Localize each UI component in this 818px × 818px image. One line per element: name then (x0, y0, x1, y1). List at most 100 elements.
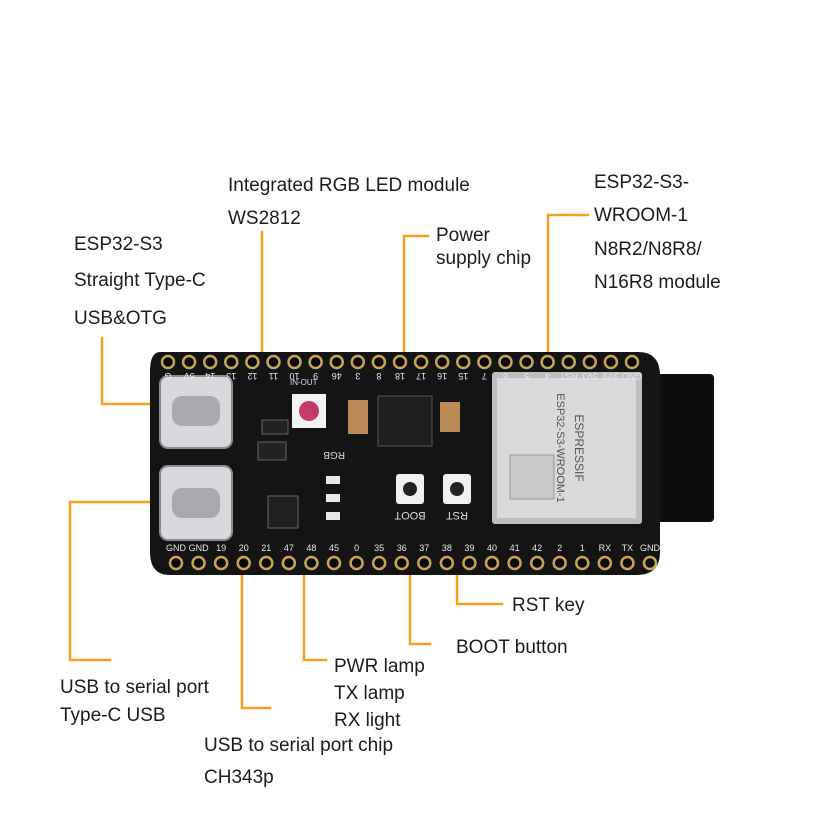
pin-label: 20 (239, 543, 249, 553)
label-otg-2: Straight Type-C (74, 270, 206, 291)
header-pin (308, 354, 323, 370)
header-pin (456, 354, 471, 370)
header-pin (413, 354, 429, 370)
pin-label: 48 (306, 543, 316, 553)
header-pin (191, 555, 206, 571)
header-pin (350, 354, 366, 370)
header-pin (552, 555, 567, 571)
pin-label: 41 (510, 543, 520, 553)
pin-label: 38 (442, 543, 452, 553)
header-pin (582, 354, 598, 370)
header-pin (281, 555, 297, 571)
header-pin (326, 555, 342, 571)
module-qr (509, 454, 555, 500)
label-chip-1: USB to serial port chip (204, 735, 394, 756)
pin-label: 7 (482, 371, 487, 381)
header-pin (603, 354, 619, 370)
leader-usb-serial (68, 500, 168, 662)
label-rgb-led-2: WS2812 (228, 208, 301, 229)
pin-label: 46 (332, 371, 342, 381)
label-lamps-1: PWR lamp (334, 656, 425, 677)
label-otg-3: USB&OTG (74, 308, 167, 329)
label-power-1: Power (436, 225, 490, 246)
label-otg-1: ESP32-S3 (74, 234, 163, 255)
label-chip-2: CH343p (204, 767, 274, 788)
label-rgb-led-1: Integrated RGB LED module (228, 175, 470, 196)
header-pin (392, 354, 408, 370)
header-pin (507, 555, 522, 571)
label-wroom-4: N16R8 module (594, 272, 721, 293)
header-pin (371, 354, 387, 370)
header-pin (259, 555, 274, 571)
pin-label: TX (622, 543, 634, 553)
header-pin (597, 555, 613, 571)
pin-label: 14 (205, 371, 215, 381)
header-pin (304, 555, 319, 571)
label-wroom-1: ESP32-S3- (594, 172, 690, 193)
pin-label: RST (559, 371, 578, 381)
header-pin (477, 354, 492, 370)
pin-label: GND (166, 543, 187, 553)
pin-label: 17 (416, 371, 426, 381)
header-pin (266, 354, 281, 370)
pin-label: G (164, 371, 171, 381)
pin-label: 12 (247, 371, 257, 381)
header-pin (484, 555, 500, 571)
pin-label: 8 (376, 371, 381, 381)
pin-label: 5V (184, 371, 195, 381)
power-chip (377, 395, 433, 447)
header-pin (575, 555, 590, 571)
module-brand-text: ESPRESSIF (572, 414, 586, 481)
header-pin (519, 354, 534, 370)
pin-label: 6 (503, 371, 508, 381)
silk-din: IN-OUT (290, 378, 318, 387)
header-pin (168, 555, 184, 571)
pin-label: RX (599, 543, 612, 553)
pin-label: 0 (354, 543, 359, 553)
header-pin (620, 555, 635, 571)
pin-label: 19 (216, 543, 226, 553)
pin-label: 15 (458, 371, 468, 381)
module-name-text: ESP32-S3-WROOM-1 (554, 393, 566, 502)
pin-label: 18 (395, 371, 405, 381)
pin-label: 4 (545, 371, 550, 381)
pin-label: GND (640, 543, 661, 553)
label-usb-serial-2: Type-C USB (60, 705, 166, 726)
pin-label: GND (189, 543, 210, 553)
silk-rgb: RGB (323, 449, 345, 460)
pin-label: GND (622, 371, 643, 381)
ch343-chip (267, 495, 299, 529)
header-pin (439, 555, 455, 571)
header-pin (624, 354, 640, 370)
header-pin (287, 354, 302, 370)
pin-label: 11 (269, 371, 278, 381)
pin-label: 13 (226, 371, 236, 381)
pin-label: 3V3 (603, 371, 619, 381)
label-power-2: supply chip (436, 248, 532, 269)
header-pin (236, 555, 251, 571)
label-wroom-3: N8R2/N8R8/ (594, 239, 702, 260)
pin-label: 2 (557, 543, 562, 553)
header-pin (371, 555, 387, 571)
pin-label: 45 (329, 543, 339, 553)
label-wroom-2: WROOM-1 (594, 205, 688, 226)
label-usb-serial-1: USB to serial port (60, 677, 209, 698)
silk-rst: RST (446, 509, 468, 521)
label-rst: RST key (512, 595, 585, 616)
header-pin (529, 555, 545, 571)
pin-label: 40 (487, 543, 497, 553)
header-pin (462, 555, 477, 571)
header-pin (245, 354, 260, 370)
pin-label: 37 (419, 543, 429, 553)
pin-label: 35 (374, 543, 384, 553)
pin-label: 9 (313, 371, 318, 381)
led-rx (326, 512, 340, 520)
leader-power (402, 234, 430, 404)
pin-label: 3V3 (582, 371, 598, 381)
label-lamps-3: RX light (334, 710, 401, 731)
header-pin (540, 354, 555, 370)
header-pin (417, 555, 432, 571)
